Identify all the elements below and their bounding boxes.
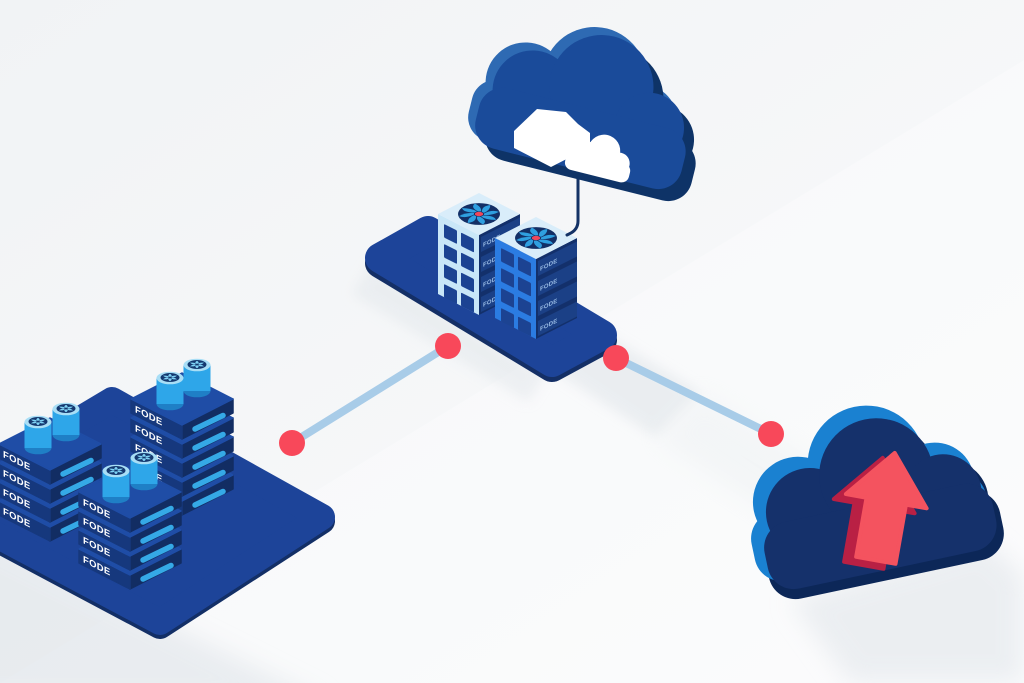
central-gateway: FODE FODE FODE FODE FODE [365,170,617,382]
database-disk-icon [184,359,211,398]
shadow-right-cloud [790,540,1024,683]
left-server-cluster: FODE FODE FODE FODE FODE FODE FODE FODE … [0,359,335,639]
link-endpoint-dot [758,421,784,447]
link-right [603,345,784,447]
database-disk-icon [157,372,184,411]
upload-cloud [728,383,1009,605]
fan-icon [458,203,500,225]
link-left-line [288,342,452,447]
upload-arrow-face [843,450,929,566]
link-left [279,333,461,456]
cloud-link-line [565,170,580,237]
link-endpoint-dot [603,345,629,371]
vent-grid [444,224,474,313]
tower-band-rack: FODE FODE FODE FODE [538,241,577,336]
shadow-center-left [352,262,548,402]
vent-grid [501,248,531,337]
fan-icon [515,227,557,249]
message-cloud [463,0,720,207]
server-stack-front: FODE FODE FODE FODE [79,452,181,589]
link-endpoint-dot [435,333,461,359]
server-stack-back-left: FODE FODE FODE FODE [0,403,101,541]
link-right-line [612,354,775,438]
server-tower-right: FODE FODE FODE FODE [495,217,577,339]
database-disk-icon [53,403,80,442]
upload-arrow-icon [831,450,929,571]
link-endpoint-dot [279,430,305,456]
database-disk-icon [103,465,130,504]
database-disk-icon [25,416,52,455]
database-disk-icon [131,452,158,491]
